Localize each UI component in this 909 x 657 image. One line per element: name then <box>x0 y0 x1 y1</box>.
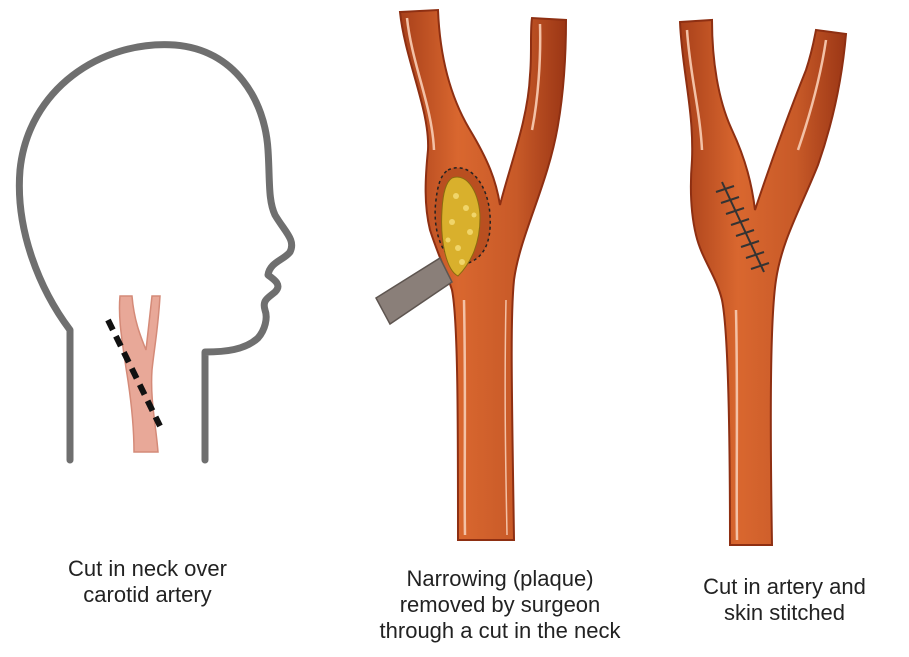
caption-stitched: Cut in artery and skin stitched <box>672 574 897 626</box>
neck-artery <box>119 296 160 452</box>
stitched-artery <box>680 20 846 545</box>
caption-plaque-removal-line1: Narrowing (plaque) <box>340 566 660 592</box>
artery-highlight-trunk <box>464 300 465 535</box>
caption-stitched-line2: skin stitched <box>672 600 897 626</box>
plaque-panel <box>376 10 566 540</box>
stitched-panel <box>680 20 846 545</box>
caption-stitched-line1: Cut in artery and <box>672 574 897 600</box>
caption-neck-cut-line1: Cut in neck over <box>20 556 275 582</box>
artery-highlight-trunk-3 <box>736 310 737 540</box>
caption-plaque-removal: Narrowing (plaque) removed by surgeon th… <box>340 566 660 644</box>
caption-plaque-removal-line2: removed by surgeon <box>340 592 660 618</box>
head-outline <box>19 45 291 460</box>
caption-neck-cut: Cut in neck over carotid artery <box>20 556 275 608</box>
surgical-instrument <box>376 258 452 324</box>
caption-neck-cut-line2: carotid artery <box>20 582 275 608</box>
caption-plaque-removal-line3: through a cut in the neck <box>340 618 660 644</box>
head-panel <box>19 45 291 460</box>
